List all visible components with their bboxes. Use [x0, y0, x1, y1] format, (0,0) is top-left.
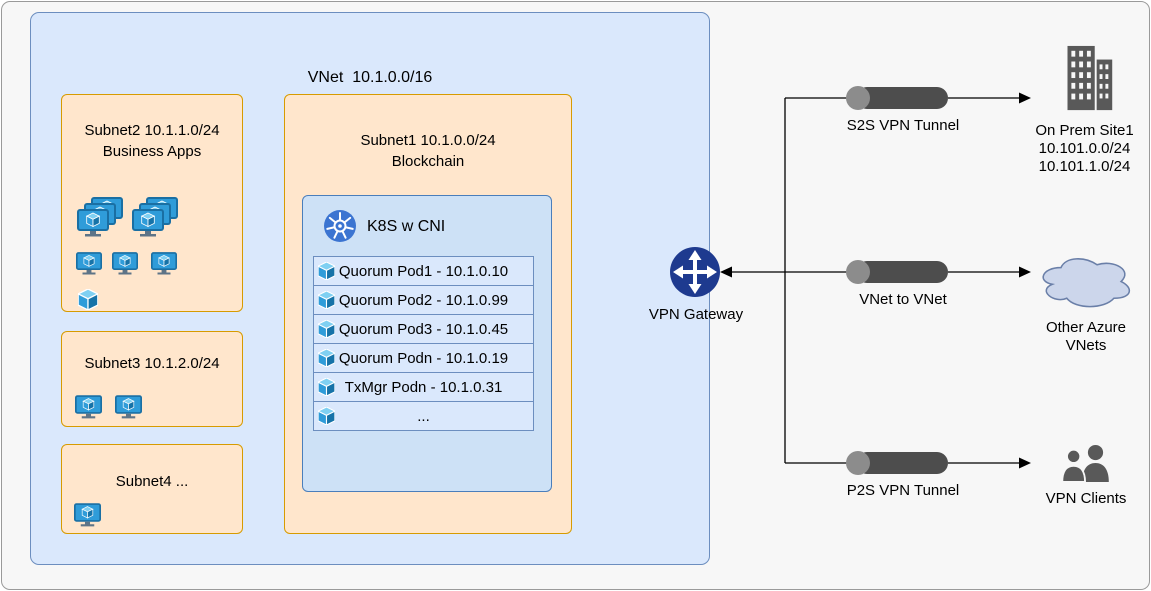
vpn-clients-destination: VPN Clients [1040, 444, 1132, 508]
cube-icon [318, 407, 335, 425]
k8s-title: K8S w CNI [367, 218, 446, 235]
vnet-title: VNet 10.1.0.0/16 [307, 69, 433, 86]
subnet4-box: Subnet4 ... [61, 444, 243, 534]
pod-label: Quorum Pod2 - 10.1.0.99 [338, 291, 509, 309]
pod-label: Quorum Podn - 10.1.0.19 [338, 349, 509, 367]
pod-row: ... [313, 401, 534, 431]
vm-icon [75, 395, 102, 419]
cube-icon [318, 262, 335, 280]
vm-icon [112, 252, 138, 275]
other-vnets-label-line2: VNets [1065, 337, 1107, 354]
subnet2-title-line1: Subnet2 10.1.1.0/24 [84, 122, 220, 139]
onprem-range1: 10.101.0.0/24 [1038, 140, 1131, 157]
pod-row: Quorum Pod2 - 10.1.0.99 [313, 285, 534, 315]
subnet2-title-line2: Business Apps [102, 143, 202, 160]
subnet1-box: Subnet1 10.1.0.0/24 Blockchain K8S w CNI… [284, 94, 572, 534]
vpn-clients-label: VPN Clients [1045, 490, 1127, 507]
cube-icon [318, 291, 335, 309]
onprem-destination: On Prem Site1 10.101.0.0/24 10.101.1.0/2… [1018, 44, 1151, 176]
pod-row: TxMgr Podn - 10.1.0.31 [313, 372, 534, 402]
pod-list: Quorum Pod1 - 10.1.0.10 Quorum Pod2 - 10… [313, 256, 534, 431]
vm-stack-icon [77, 197, 123, 237]
users-icon [1061, 444, 1109, 482]
vpn-gateway-label: VPN Gateway [648, 306, 744, 323]
p2s-tunnel-label: P2S VPN Tunnel [846, 482, 960, 499]
vm-icon [151, 252, 177, 275]
building-icon [1067, 45, 1112, 111]
vm-icon [76, 252, 102, 275]
kubernetes-icon [323, 209, 357, 243]
vnet-box: VNet 10.1.0.0/16 Subnet2 10.1.1.0/24 Bus… [30, 12, 710, 565]
cube-icon [318, 349, 335, 367]
pod-label: Quorum Pod1 - 10.1.0.10 [338, 262, 509, 280]
pod-row: Quorum Pod3 - 10.1.0.45 [313, 314, 534, 344]
vm-icon [115, 395, 142, 419]
cube-icon [318, 320, 335, 338]
vpn-gateway-icon [670, 247, 720, 297]
pod-row: Quorum Pod1 - 10.1.0.10 [313, 256, 534, 286]
vnet-tunnel-label: VNet to VNet [859, 291, 947, 308]
onprem-label: On Prem Site1 [1035, 122, 1134, 139]
subnet3-box: Subnet3 10.1.2.0/24 [61, 331, 243, 427]
cube-icon [318, 378, 335, 396]
other-vnets-destination: Other Azure VNets [1030, 253, 1142, 355]
container-cube-icon [78, 289, 98, 310]
s2s-tunnel-label: S2S VPN Tunnel [846, 117, 960, 134]
pod-row: Quorum Podn - 10.1.0.19 [313, 343, 534, 373]
pod-label: ... [417, 407, 430, 425]
k8s-cluster-box: K8S w CNI Quorum Pod1 - 10.1.0.10 Quorum… [302, 195, 552, 492]
subnet1-title-line2: Blockchain [391, 153, 465, 170]
other-vnets-label-line1: Other Azure [1045, 319, 1127, 336]
subnet1-title-line1: Subnet1 10.1.0.0/24 [360, 132, 496, 149]
subnet4-title: Subnet4 ... [115, 473, 189, 490]
onprem-range2: 10.101.1.0/24 [1038, 158, 1131, 175]
vm-icon [74, 503, 101, 527]
pod-label: Quorum Pod3 - 10.1.0.45 [338, 320, 509, 338]
pod-label: TxMgr Podn - 10.1.0.31 [344, 378, 503, 396]
cloud-icon [1042, 258, 1130, 308]
subnet3-title: Subnet3 10.1.2.0/24 [84, 355, 220, 372]
vm-stack-icon [132, 197, 178, 237]
subnet2-box: Subnet2 10.1.1.0/24 Business Apps [61, 94, 243, 312]
